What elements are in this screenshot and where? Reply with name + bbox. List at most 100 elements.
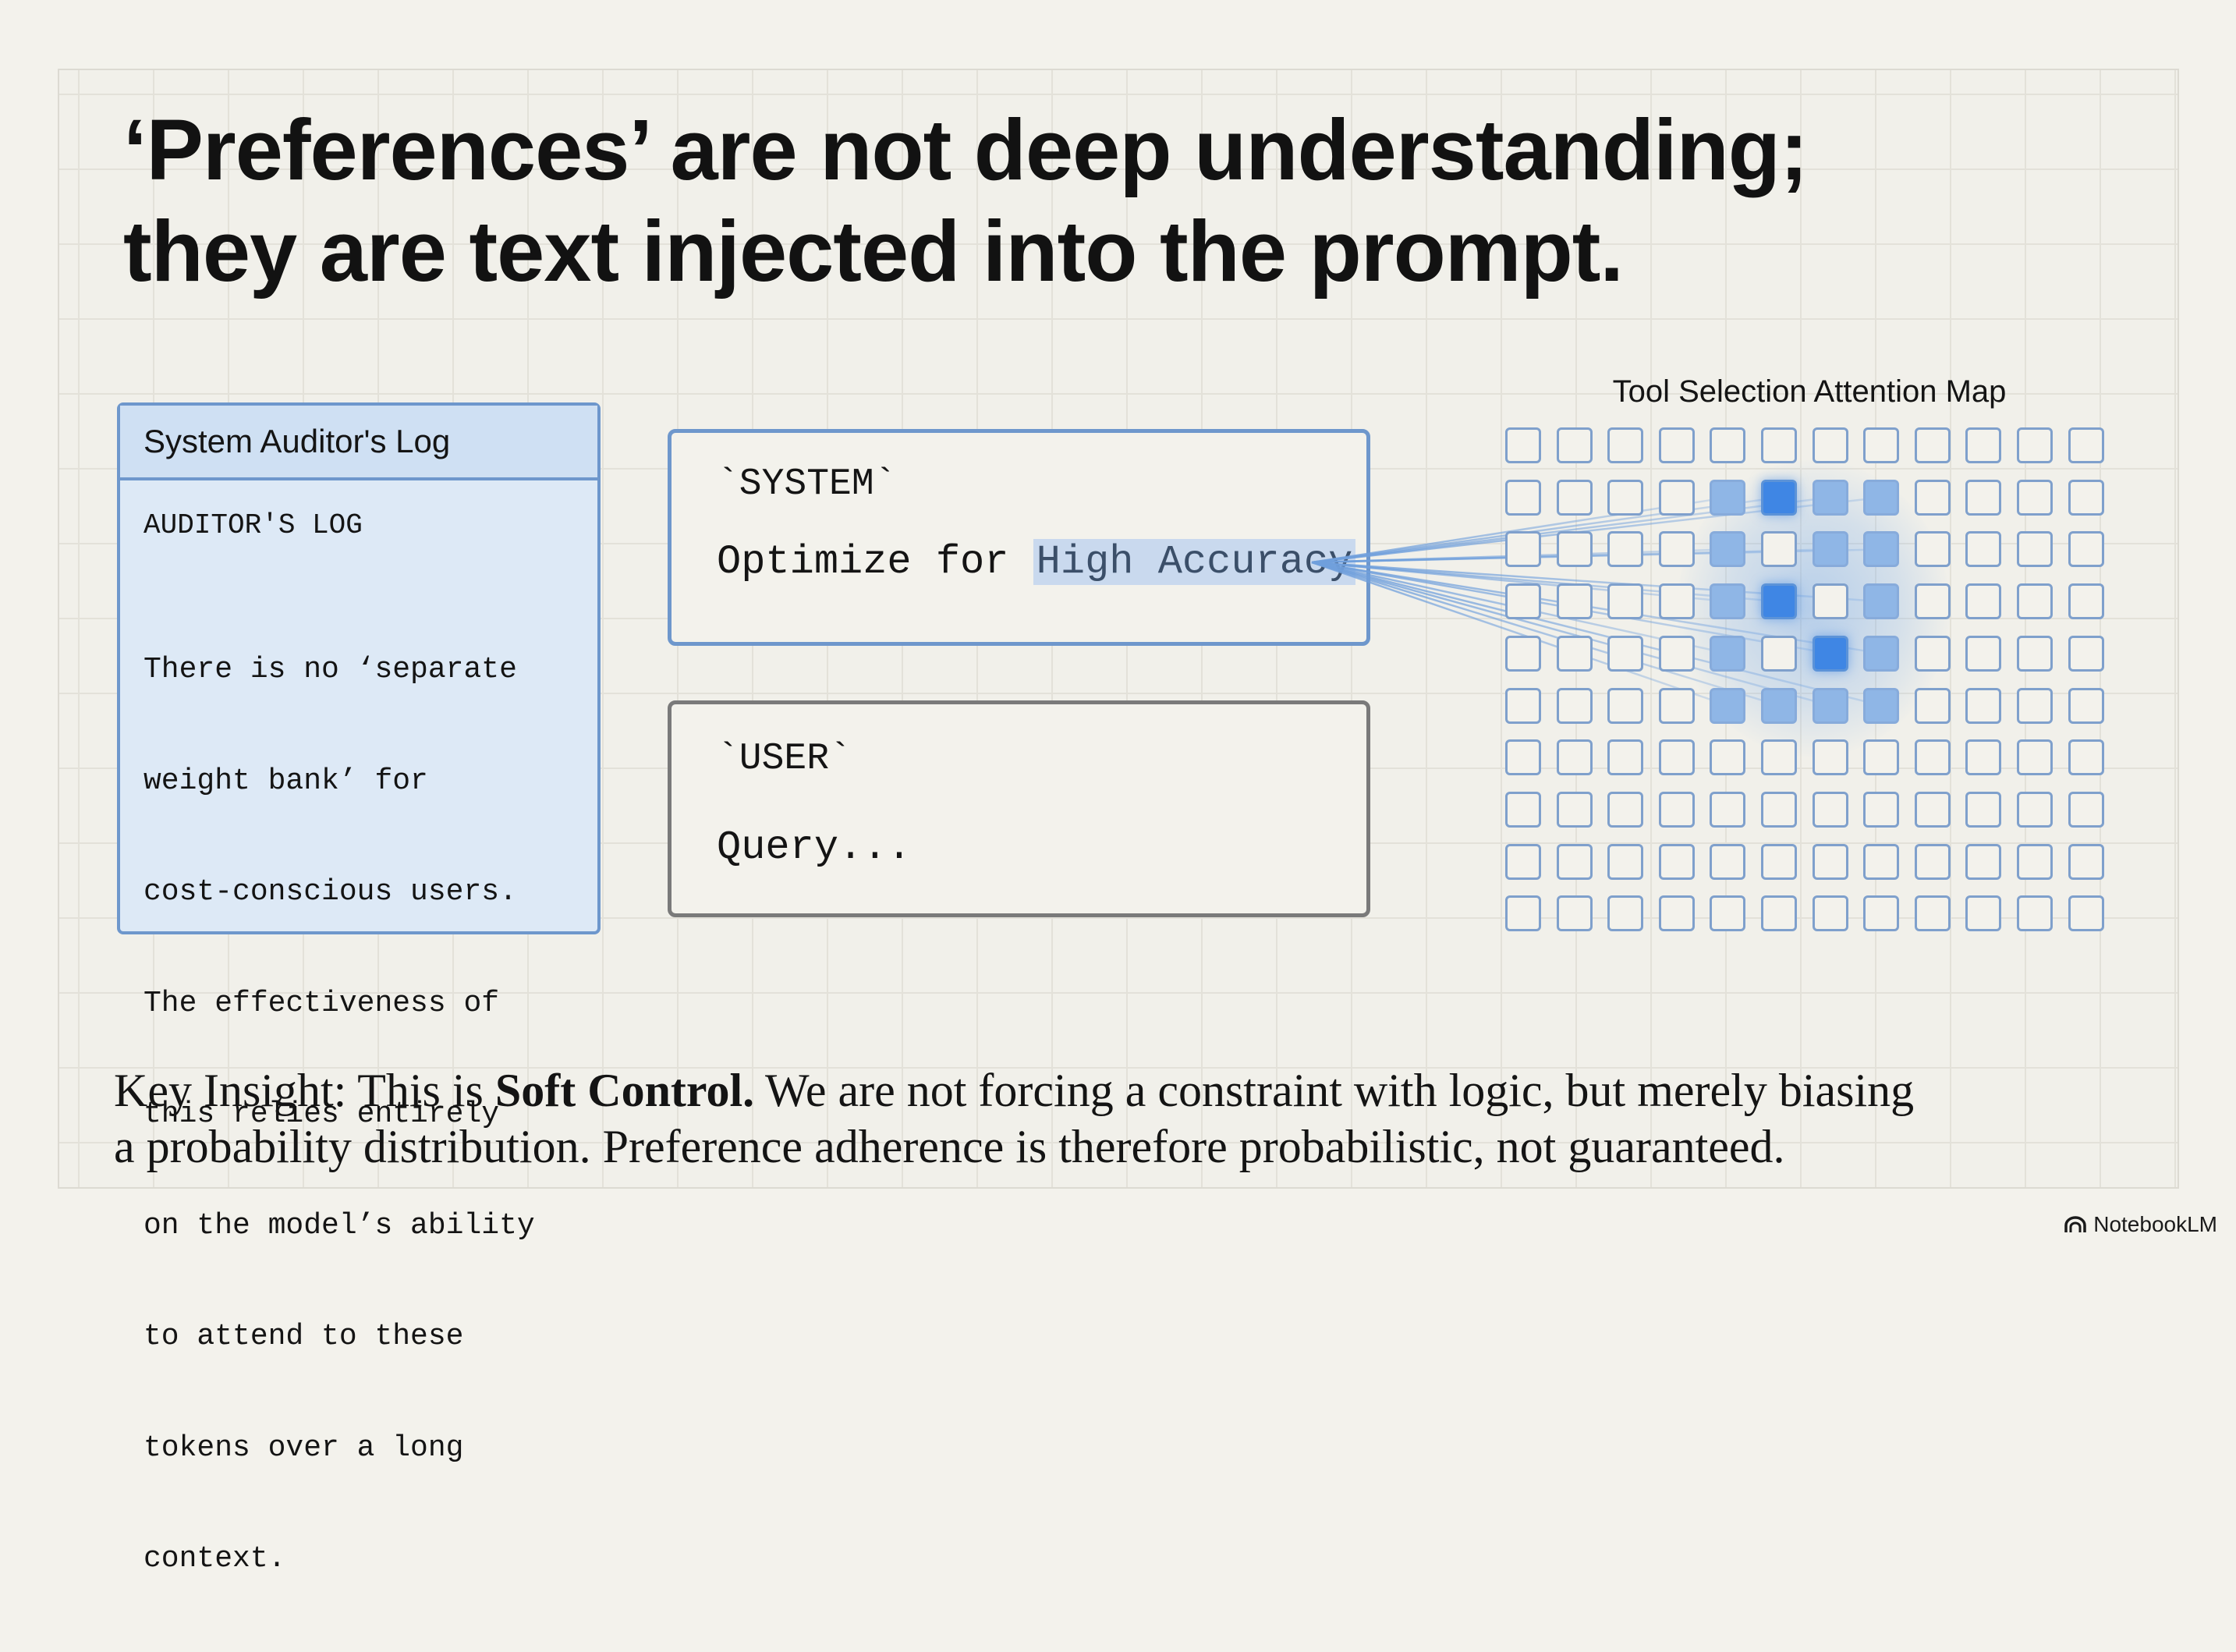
attention-cell bbox=[1505, 687, 1541, 724]
attention-cell bbox=[1863, 843, 1900, 880]
attention-cell bbox=[1914, 583, 1951, 620]
attention-cell bbox=[1658, 583, 1695, 620]
attention-cell bbox=[1965, 427, 2002, 463]
system-prompt-box: `SYSTEM` Optimize for High Accuracy bbox=[668, 429, 1370, 646]
attention-cell bbox=[1761, 583, 1797, 620]
key-insight: Key Insight: This is Soft Control. We ar… bbox=[114, 1062, 2173, 1175]
attention-cell bbox=[1658, 843, 1695, 880]
auditor-log-heading: AUDITOR'S LOG bbox=[144, 509, 363, 541]
attention-cell bbox=[1965, 739, 2002, 776]
attention-cell bbox=[1914, 635, 1951, 672]
attention-cell bbox=[2068, 427, 2104, 463]
attention-cell bbox=[1607, 843, 1644, 880]
system-role-label: `SYSTEM` bbox=[717, 463, 897, 505]
attention-cell bbox=[1710, 427, 1746, 463]
attention-cell bbox=[1812, 427, 1848, 463]
attention-cell bbox=[1812, 895, 1848, 932]
slide: ‘Preferences’ are not deep understanding… bbox=[58, 69, 2217, 1576]
attention-cell bbox=[1556, 843, 1593, 880]
attention-cell bbox=[1761, 427, 1797, 463]
attention-cell bbox=[1607, 687, 1644, 724]
attention-cell bbox=[1863, 635, 1900, 672]
attention-map-grid bbox=[1505, 427, 2114, 942]
attention-cell bbox=[1965, 791, 2002, 828]
attention-cell bbox=[1658, 531, 1695, 568]
attention-cell bbox=[1658, 479, 1695, 516]
attention-cell bbox=[1812, 791, 1848, 828]
attention-cell bbox=[1607, 895, 1644, 932]
attention-cell bbox=[1556, 687, 1593, 724]
attention-cell bbox=[1761, 791, 1797, 828]
attention-cell bbox=[1812, 843, 1848, 880]
attention-cell bbox=[1863, 531, 1900, 568]
attention-cell bbox=[1761, 687, 1797, 724]
attention-cell bbox=[2068, 739, 2104, 776]
brand-badge: NotebookLM bbox=[2064, 1209, 2217, 1240]
title-line-1: ‘Preferences’ are not deep understanding… bbox=[123, 102, 1809, 198]
attention-cell bbox=[1863, 791, 1900, 828]
attention-cell bbox=[1761, 843, 1797, 880]
attention-cell bbox=[1607, 479, 1644, 516]
auditor-log-line: this relies entirely bbox=[144, 1097, 500, 1131]
attention-cell bbox=[1863, 583, 1900, 620]
attention-cell bbox=[1505, 843, 1541, 880]
attention-cell bbox=[2068, 531, 2104, 568]
attention-cell bbox=[2017, 479, 2053, 516]
attention-cell bbox=[1556, 479, 1593, 516]
attention-cell bbox=[1761, 531, 1797, 568]
attention-cell bbox=[1914, 531, 1951, 568]
key-insight-prefix: Key Insight: This is bbox=[114, 1065, 495, 1116]
auditor-log-panel: System Auditor's Log AUDITOR'S LOG There… bbox=[117, 402, 601, 1576]
attention-cell bbox=[1710, 843, 1746, 880]
attention-cell bbox=[1965, 635, 2002, 672]
auditor-log-header: System Auditor's Log bbox=[120, 406, 597, 480]
attention-cell bbox=[1863, 739, 1900, 776]
auditor-log-line: on the model’s ability bbox=[144, 1208, 535, 1243]
attention-cell bbox=[1965, 687, 2002, 724]
auditor-log-line: tokens over a long bbox=[144, 1430, 464, 1465]
system-prompt-prefix: Optimize for bbox=[717, 539, 1033, 585]
attention-cell bbox=[1863, 895, 1900, 932]
attention-cell bbox=[2068, 895, 2104, 932]
attention-cell bbox=[2017, 427, 2053, 463]
key-insight-rest: We are not forcing a constraint with log… bbox=[754, 1065, 1915, 1116]
attention-cell bbox=[1812, 479, 1848, 516]
attention-cell bbox=[1556, 895, 1593, 932]
auditor-log-line: cost-conscious users. bbox=[144, 875, 517, 909]
attention-cell bbox=[1914, 791, 1951, 828]
attention-cell bbox=[2017, 635, 2053, 672]
attention-cell bbox=[1505, 479, 1541, 516]
attention-cell bbox=[1658, 895, 1695, 932]
attention-cell bbox=[1863, 479, 1900, 516]
attention-cell bbox=[1505, 583, 1541, 620]
brand-name: NotebookLM bbox=[2093, 1212, 2217, 1236]
attention-cell bbox=[1505, 739, 1541, 776]
attention-cell bbox=[1710, 531, 1746, 568]
attention-cell bbox=[1607, 427, 1644, 463]
attention-cell bbox=[2017, 843, 2053, 880]
attention-cell bbox=[1505, 531, 1541, 568]
attention-cell bbox=[1556, 739, 1593, 776]
attention-cell bbox=[2068, 583, 2104, 620]
attention-cell bbox=[1965, 583, 2002, 620]
attention-cell bbox=[1914, 479, 1951, 516]
attention-cell bbox=[2017, 739, 2053, 776]
attention-cell bbox=[1914, 739, 1951, 776]
attention-cell bbox=[1710, 687, 1746, 724]
attention-cell bbox=[1658, 687, 1695, 724]
attention-cell bbox=[1914, 843, 1951, 880]
attention-cell bbox=[1607, 791, 1644, 828]
attention-cell bbox=[1710, 791, 1746, 828]
attention-cell bbox=[1607, 635, 1644, 672]
attention-cell bbox=[1965, 843, 2002, 880]
attention-cell bbox=[1761, 479, 1797, 516]
user-prompt-text: Query... bbox=[717, 824, 912, 870]
attention-cell bbox=[1658, 791, 1695, 828]
auditor-log-line: to attend to these bbox=[144, 1320, 464, 1353]
attention-cell bbox=[2017, 531, 2053, 568]
attention-cell bbox=[1761, 895, 1797, 932]
key-insight-bold: Soft Control. bbox=[494, 1065, 755, 1116]
system-prompt-text: Optimize for High Accuracy bbox=[717, 534, 1356, 590]
attention-cell bbox=[1812, 583, 1848, 620]
attention-cell bbox=[1914, 895, 1951, 932]
